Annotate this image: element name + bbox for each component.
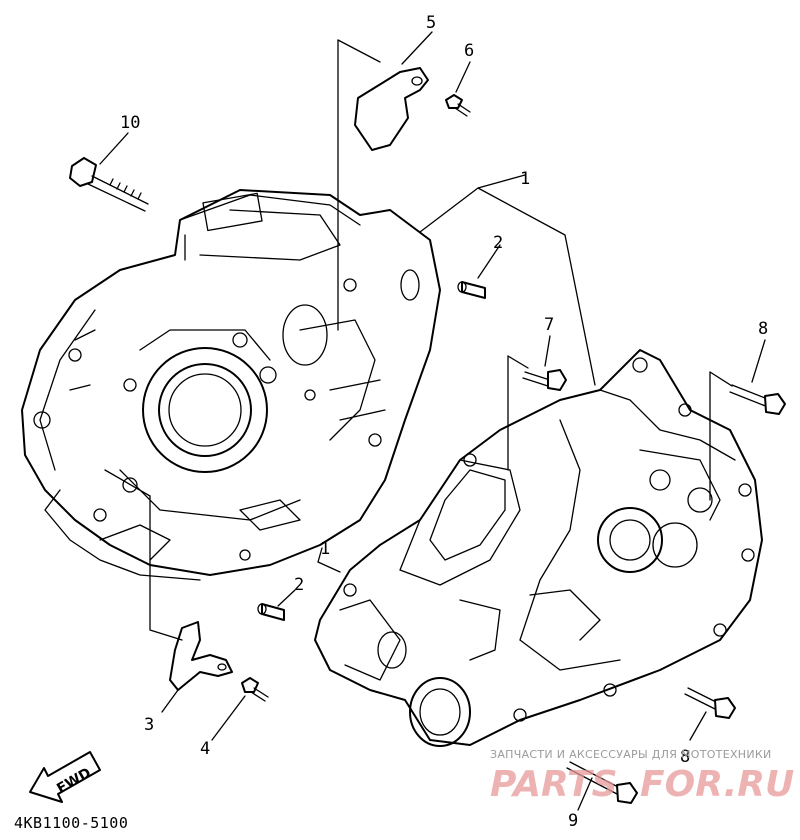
- callout-9: 9: [568, 811, 578, 831]
- leader-lines: [99, 31, 766, 811]
- dowel-pin-part-2-upper: [457, 281, 486, 299]
- callout-6: 6: [464, 41, 474, 61]
- callout-7: 7: [544, 315, 554, 335]
- callout-5: 5: [426, 13, 436, 33]
- left-crankcase: [21, 189, 441, 581]
- bracket-part-3: [169, 621, 233, 691]
- dowel-pin-part-2-lower: [257, 603, 285, 621]
- callout-1-lower: 1: [320, 539, 330, 559]
- screw-part-6: [445, 94, 471, 117]
- bracket-part-5: [354, 67, 429, 151]
- bolt-part-8-upper: [729, 384, 786, 415]
- screw-part-4: [241, 677, 269, 702]
- forward-arrow: FWD: [29, 751, 101, 803]
- watermark-brand-left: PARTS: [490, 764, 618, 805]
- callout-10: 10: [120, 113, 140, 133]
- watermark-tagline: ЗАПЧАСТИ И АКСЕССУАРЫ ДЛЯ МОТОТЕХНИКИ: [490, 748, 772, 761]
- callout-numbers: 1 1 2 2 3 4 5 6 7 8 8 9 10: [120, 13, 768, 831]
- callout-2-lower: 2: [294, 575, 304, 595]
- bolt-part-10: [69, 157, 149, 212]
- watermark-brand-right: FOR.RU: [640, 764, 794, 805]
- bolt-part-9: [566, 761, 638, 804]
- bolt-part-8-lower: [684, 687, 736, 719]
- callout-1-upper: 1: [520, 169, 530, 189]
- bolt-part-7: [522, 369, 567, 391]
- callout-2-upper: 2: [493, 233, 503, 253]
- callout-8-lower: 8: [680, 747, 690, 767]
- figure-code: 4KB1100-5100: [14, 814, 128, 832]
- callout-3: 3: [144, 715, 154, 735]
- right-crankcase: [314, 349, 763, 747]
- watermark: ЗАПЧАСТИ И АКСЕССУАРЫ ДЛЯ МОТОТЕХНИКИ PA…: [490, 748, 794, 805]
- callout-4: 4: [200, 739, 210, 759]
- callout-8-upper: 8: [758, 319, 768, 339]
